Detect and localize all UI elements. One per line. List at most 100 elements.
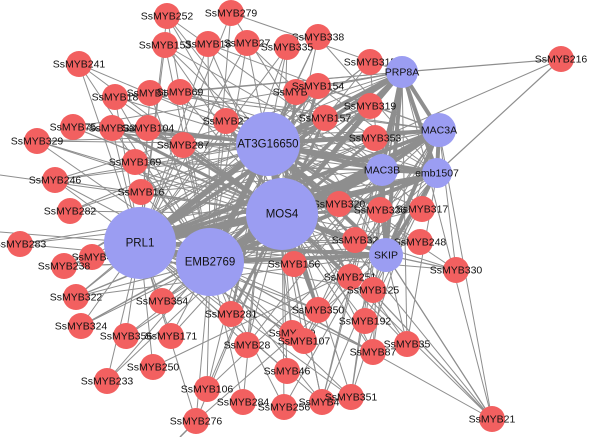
node-circle bbox=[422, 113, 456, 147]
node-t157[interactable]: SsMYB157 bbox=[299, 105, 352, 131]
node-t283[interactable]: SsMYB283 bbox=[0, 231, 46, 257]
node-t107[interactable]: SsMYB107 bbox=[278, 328, 331, 354]
node-circle bbox=[68, 313, 94, 339]
node-circle bbox=[283, 79, 309, 105]
node-t336[interactable]: SsMYB336 bbox=[354, 197, 407, 223]
node-label: MOS4 bbox=[266, 209, 299, 221]
node-t330[interactable]: SsMYB330 bbox=[430, 257, 483, 283]
node-circle bbox=[99, 115, 125, 141]
node-circle bbox=[357, 49, 383, 75]
node-t32[interactable]: SsMYB32 bbox=[332, 227, 379, 253]
node-t329[interactable]: SsMYB329 bbox=[11, 128, 64, 154]
node-label: SsMYB104 bbox=[122, 122, 175, 134]
node-label: SsMYB319 bbox=[344, 100, 397, 112]
node-t317[interactable]: SsMYB317 bbox=[396, 196, 449, 222]
node-t125[interactable]: SsMYB125 bbox=[347, 277, 400, 303]
edge-t21-skip bbox=[385, 254, 493, 420]
node-t171[interactable]: SsMYB171 bbox=[145, 323, 198, 349]
node-circle bbox=[369, 238, 403, 272]
edge-t241-at3g16650 bbox=[78, 63, 269, 145]
node-label: SsMYB40 bbox=[299, 396, 346, 408]
node-prp8a[interactable]: PRP8A bbox=[385, 56, 419, 88]
node-t27y[interactable]: SsMYB27 bbox=[203, 108, 250, 134]
node-t106[interactable]: SsMYB106 bbox=[181, 376, 234, 402]
node-t169[interactable]: SsMYB169 bbox=[109, 149, 162, 175]
node-t27x[interactable]: SsMYB27 bbox=[224, 30, 271, 56]
node-circle bbox=[246, 178, 318, 250]
node-mos4[interactable]: MOS4 bbox=[246, 178, 318, 250]
node-t246[interactable]: SsMYB246 bbox=[29, 167, 82, 193]
node-t28[interactable]: SsMYB28 bbox=[224, 332, 271, 358]
node-t281[interactable]: SsMYB281 bbox=[205, 301, 258, 327]
node-t315[interactable]: SsMYB315 bbox=[344, 49, 397, 75]
node-label: SsMYB246 bbox=[29, 174, 82, 186]
node-circle bbox=[309, 389, 335, 415]
node-t251[interactable]: SsMYB251 bbox=[324, 264, 377, 290]
node-label: SsMYB216 bbox=[535, 53, 588, 65]
node-t252[interactable]: SsMYB252 bbox=[141, 3, 194, 29]
node-t338[interactable]: SsMYB338 bbox=[292, 24, 345, 50]
node-circle bbox=[548, 46, 574, 72]
node-t320[interactable]: SsMYB320 bbox=[313, 191, 366, 217]
node-t284[interactable]: SsMYB284 bbox=[217, 389, 270, 415]
node-t21[interactable]: SsMYB21 bbox=[469, 406, 516, 432]
node-t276[interactable]: SsMYB276 bbox=[170, 408, 223, 434]
node-t18y[interactable]: SsMYB18 bbox=[92, 84, 139, 110]
node-t216[interactable]: SsMYB216 bbox=[535, 46, 588, 72]
node-t40[interactable]: SsMYB40 bbox=[299, 389, 346, 415]
node-t69[interactable]: SsMYB69 bbox=[157, 79, 204, 105]
node-t356[interactable]: SsMYB356 bbox=[100, 323, 153, 349]
node-label: SsMYB4 bbox=[72, 251, 113, 263]
node-t156[interactable]: SsMYB156 bbox=[268, 251, 321, 277]
node-prl1[interactable]: PRL1 bbox=[104, 207, 176, 279]
node-at3g16650[interactable]: AT3G16650 bbox=[236, 112, 300, 176]
edge-t21-mid bbox=[379, 299, 493, 420]
node-circle bbox=[274, 358, 300, 384]
node-t351[interactable]: SsMYB351 bbox=[325, 384, 378, 410]
node-t256[interactable]: SsMYB256 bbox=[258, 394, 311, 420]
node-t335[interactable]: SsMYB335 bbox=[261, 34, 314, 60]
edge-t75-prp8a bbox=[72, 71, 403, 128]
edge-t329-emb2769 bbox=[36, 140, 211, 263]
node-t46[interactable]: SsMYB46 bbox=[264, 358, 311, 384]
node-emb2769[interactable]: EMB2769 bbox=[176, 228, 244, 296]
node-t153[interactable]: SsMYB153 bbox=[139, 32, 192, 58]
node-circle bbox=[234, 332, 260, 358]
node-t287[interactable]: SsMYB287 bbox=[157, 132, 210, 158]
node-t87[interactable]: SsMYB87 bbox=[350, 339, 397, 365]
node-t241[interactable]: SsMYB241 bbox=[53, 51, 106, 77]
node-t353[interactable]: SsMYB353 bbox=[349, 125, 402, 151]
node-t192[interactable]: SsMYB192 bbox=[339, 308, 392, 334]
node-skip[interactable]: SKIP bbox=[369, 238, 403, 272]
node-t104[interactable]: SsMYB104 bbox=[122, 115, 175, 141]
node-t354[interactable]: SsMYB354 bbox=[136, 288, 189, 314]
node-t279[interactable]: SsMYB279 bbox=[205, 0, 258, 26]
node-emb1507[interactable]: emb1507 bbox=[415, 158, 459, 188]
node-t154[interactable]: SsMYB154 bbox=[292, 73, 345, 99]
node-t282[interactable]: SsMYB282 bbox=[44, 198, 97, 224]
node-label: SsMYB252 bbox=[141, 10, 194, 22]
node-t4[interactable]: SsMYB4 bbox=[72, 244, 113, 270]
node-t322[interactable]: SsMYB322 bbox=[50, 284, 103, 310]
node-t75[interactable]: SsMYB75 bbox=[50, 114, 97, 140]
node-circle bbox=[479, 406, 505, 432]
node-t18x[interactable]: SsMYB18 bbox=[185, 31, 232, 57]
node-t250[interactable]: SsMYB250 bbox=[127, 354, 180, 380]
node-t324[interactable]: SsMYB324 bbox=[55, 313, 108, 339]
node-t350[interactable]: SsMYB350 bbox=[292, 297, 345, 323]
node-t16[interactable]: SsMYB16 bbox=[118, 179, 165, 205]
node-t10x[interactable]: SsMYB10 bbox=[127, 80, 174, 106]
node-label: SsMYB322 bbox=[50, 291, 103, 303]
node-circle bbox=[122, 149, 148, 175]
node-circle bbox=[152, 32, 178, 58]
node-t238[interactable]: SsMYB238 bbox=[38, 253, 91, 279]
node-mac3a[interactable]: MAC3A bbox=[421, 113, 457, 147]
node-t319[interactable]: SsMYB319 bbox=[344, 93, 397, 119]
node-t248[interactable]: SsMYB248 bbox=[394, 229, 447, 255]
node-circle bbox=[326, 191, 352, 217]
node-t33x[interactable]: SsMYB33 bbox=[89, 115, 136, 141]
node-mac3b[interactable]: MAC3B bbox=[364, 154, 400, 186]
node-t233[interactable]: SsMYB233 bbox=[81, 368, 134, 394]
node-label: SsMYB317 bbox=[396, 203, 449, 215]
node-t35[interactable]: SsMYB35 bbox=[384, 331, 431, 357]
